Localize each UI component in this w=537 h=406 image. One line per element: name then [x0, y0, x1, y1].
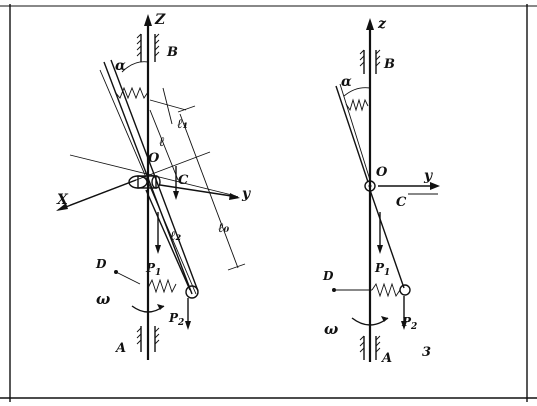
right-bottom-spring [371, 282, 401, 298]
left-top-spring [114, 86, 149, 100]
left-bottom-spring [147, 278, 177, 294]
left-bearing-a [136, 326, 160, 352]
left-end-hinge [185, 285, 199, 299]
left-label-a: A [114, 341, 126, 356]
left-coordinate-axes [56, 151, 240, 211]
left-label-omega: ω [96, 290, 110, 308]
right-label-y: y [423, 168, 433, 184]
right-label-number: 3 [422, 345, 431, 360]
right-label-a: A [380, 351, 392, 366]
left-lower-rod [145, 189, 191, 291]
right-label-z: z [377, 16, 387, 32]
left-bearing-b [136, 33, 160, 62]
left-label-l2: ℓ₂ [170, 229, 182, 244]
right-label-omega: ω [324, 320, 338, 338]
left-label-z: Z [154, 12, 166, 28]
left-rod-axis [99, 69, 197, 295]
right-label-d: D [322, 269, 334, 283]
left-label-x: X [56, 192, 69, 208]
right-label-c: C [396, 195, 407, 210]
right-label-o: O [376, 165, 388, 180]
left-hub [128, 175, 161, 189]
left-label-alpha: α [115, 58, 126, 74]
right-lower-rod [369, 189, 405, 289]
right-top-spring [345, 98, 369, 112]
left-label-l1: ℓ₁ [177, 117, 188, 132]
left-angle-arc [121, 61, 149, 73]
left-label-b: B [166, 45, 178, 60]
left-label-l: ℓ [159, 135, 165, 150]
left-dimension-lines [149, 87, 246, 271]
right-end-hinge [399, 284, 411, 296]
right-label-p1: P1 [374, 261, 390, 278]
left-label-d: D [95, 257, 107, 271]
right-hub [364, 180, 376, 192]
left-figure: Z B α ℓ₁ ℓ O C X y ℓ₂ ℓ₀ D P1 ω P2 A [56, 12, 251, 360]
left-label-c: C [178, 173, 189, 188]
left-force-arrows [155, 166, 191, 330]
left-label-p1: P1 [145, 261, 161, 278]
right-figure: z B α O y C D P1 P2 ω A 3 [322, 16, 440, 366]
left-d-line [115, 271, 141, 285]
right-angle-arc [343, 87, 371, 97]
left-label-y: y [241, 186, 251, 202]
right-upper-rod [335, 85, 369, 183]
right-bearing-b [359, 49, 381, 74]
left-z-arrow [144, 14, 152, 26]
left-label-o: O [148, 151, 160, 166]
right-force-arrows [377, 212, 407, 330]
right-label-alpha: α [341, 74, 352, 90]
left-label-p2: P2 [168, 311, 184, 328]
right-bearing-a [359, 335, 381, 360]
right-label-p2: P2 [401, 315, 417, 332]
left-label-l0: ℓ₀ [218, 221, 230, 236]
frame [0, 4, 537, 402]
right-z-arrow [366, 18, 374, 30]
right-label-b: B [383, 57, 395, 72]
